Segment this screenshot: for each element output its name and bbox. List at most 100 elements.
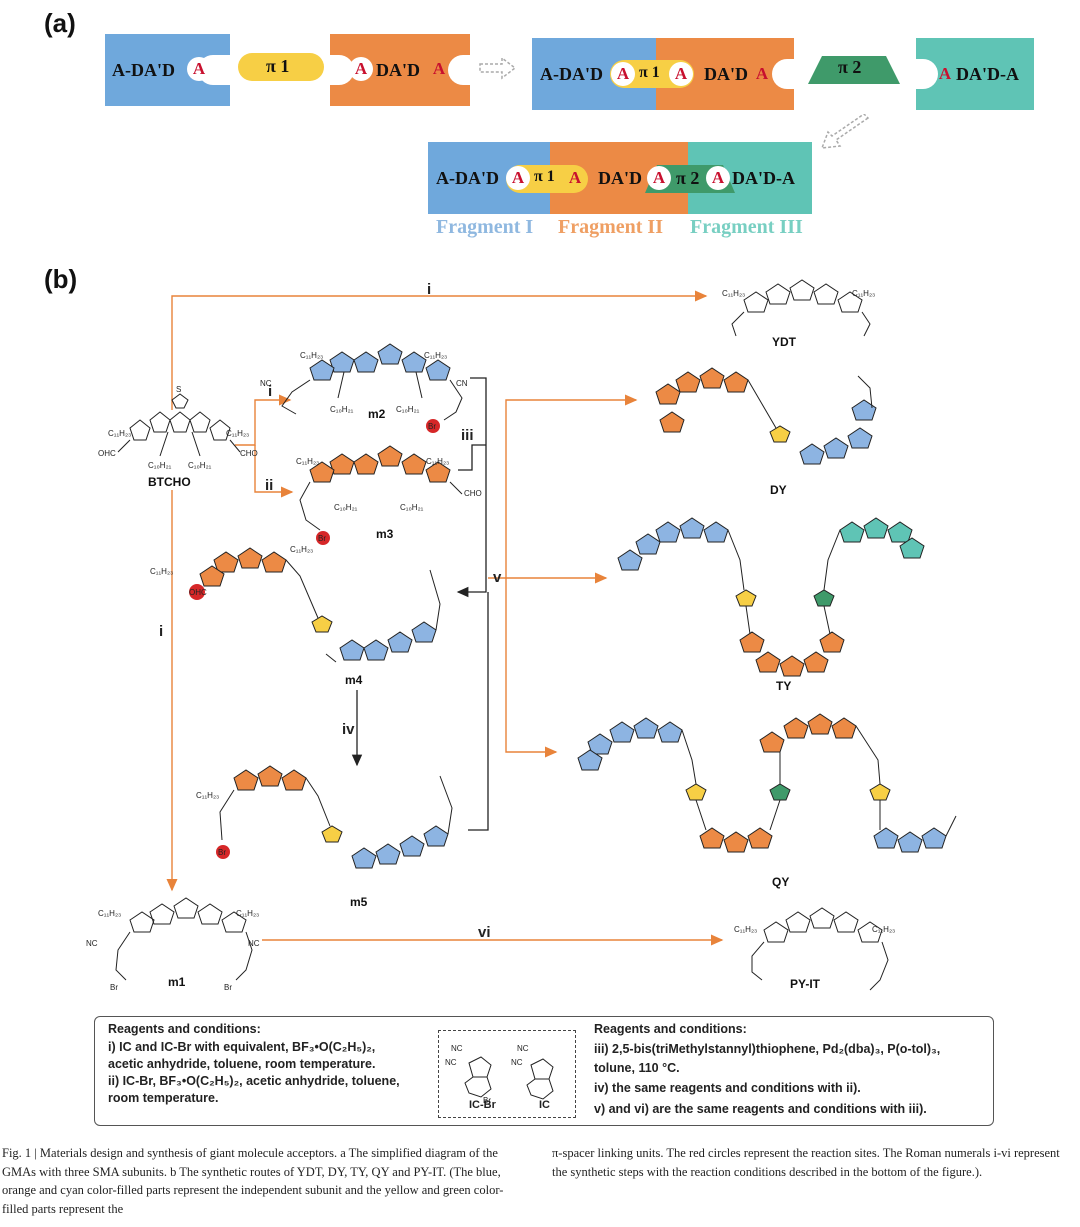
svg-text:C₁₁H₂₃: C₁₁H₂₃ [722, 289, 745, 298]
orange-subunit-label: DA'D [376, 60, 420, 80]
notch [916, 59, 938, 89]
svg-text:C₁₁H₂₃: C₁₁H₂₃ [226, 429, 249, 438]
reaction-site-marker: A [349, 57, 373, 81]
route-i-to-ydt [171, 290, 708, 410]
route-v-to-dy [488, 394, 638, 579]
combined-pi1-label: π 1 [639, 64, 660, 81]
dashed-arrow-icon [479, 56, 517, 80]
svg-text:S: S [176, 385, 181, 394]
route-v-to-qy [505, 578, 558, 758]
figure-caption-right: π-spacer linking units. The red circles … [552, 1146, 1060, 1179]
fragment-iii-label: Fragment III [690, 216, 803, 238]
blue-subunit-label: A-DA'D [112, 60, 175, 80]
m4-structure: OHC C₁₁H₂₃ C₁₁H₂₃ m4 [150, 545, 441, 687]
svg-text:Br: Br [110, 983, 118, 992]
svg-text:C₁₀H₂₁: C₁₀H₂₁ [400, 503, 424, 512]
svg-text:NC: NC [451, 1044, 463, 1053]
svg-text:Br: Br [318, 534, 326, 543]
reaction-site-marker: A [568, 168, 582, 187]
svg-text:C₁₁H₂₃: C₁₁H₂₃ [236, 909, 259, 918]
svg-text:OHC: OHC [189, 588, 207, 597]
svg-text:NC: NC [517, 1044, 529, 1053]
pyit-structure [751, 907, 889, 991]
reagent-line: room temperature. [108, 1091, 219, 1105]
svg-text:Br: Br [428, 422, 436, 431]
dy-label: DY [770, 483, 787, 497]
svg-text:NC: NC [260, 379, 272, 388]
reagent-line: ii) IC-Br, BF₃•O(C₂H₅)₂, acetic anhydrid… [108, 1074, 400, 1088]
reagents-left-title: Reagents and conditions: [108, 1022, 261, 1036]
dy-structure: DY [655, 367, 877, 497]
svg-text:C₁₀H₂₁: C₁₀H₂₁ [330, 405, 354, 414]
row2-mid-label: DA'D [598, 168, 642, 188]
reagent-line: tolune, 110 °C. [594, 1061, 680, 1075]
ydt-structure [731, 279, 871, 337]
route-ii-to-m3 [254, 445, 294, 498]
svg-text:C₁₁H₂₃: C₁₁H₂₃ [426, 457, 449, 466]
step-label: i [427, 281, 431, 298]
combined-right-label: DA'D [704, 64, 748, 84]
qy-structure: QY [577, 713, 957, 889]
step-label: iii [461, 427, 474, 444]
m5-structure: Br C₁₁H₂₃ m5 [196, 765, 453, 909]
svg-text:C₁₁H₂₃: C₁₁H₂₃ [196, 791, 219, 800]
svg-text:C₁₁H₂₃: C₁₁H₂₃ [872, 925, 895, 934]
svg-text:Br: Br [218, 848, 226, 857]
svg-text:C₁₀H₂₁: C₁₀H₂₁ [148, 461, 172, 470]
btcho-label: BTCHO [148, 475, 191, 489]
dashed-arrow-icon [820, 114, 870, 149]
m3-structure: Br C₁₁H₂₃ C₁₁H₂₃ CHO C₁₀H₂₁ C₁₀H₂₁ m3 [296, 445, 482, 545]
m2-structure: Br C₁₁H₂₃ C₁₁H₂₃ NC CN C₁₀H₂₁ C₁₀H₂₁ m2 [260, 343, 468, 433]
pi2-label: π 2 [838, 57, 862, 77]
svg-text:NC: NC [511, 1058, 523, 1067]
bracket-iii-top [470, 377, 487, 445]
reagent-line: v) and vi) are the same reagents and con… [594, 1102, 927, 1116]
svg-text:Br: Br [224, 983, 232, 992]
pi1-label: π 1 [266, 56, 290, 76]
reagent-line: i) IC and IC-Br with equivalent, BF₃•O(C… [108, 1040, 376, 1054]
svg-text:CHO: CHO [240, 449, 258, 458]
panel-b-label: (b) [44, 264, 78, 294]
reagents-right-title: Reagents and conditions: [594, 1022, 747, 1036]
svg-text:CN: CN [456, 379, 468, 388]
route-i-to-m2 [235, 394, 292, 446]
reagent-line: acetic anhydride, toluene, room temperat… [108, 1057, 376, 1071]
reagent-line: iv) the same reagents and conditions wit… [594, 1081, 861, 1095]
svg-text:C₁₁H₂₃: C₁₁H₂₃ [734, 925, 757, 934]
row2-pi1-label: π 1 [534, 168, 555, 185]
step-label: iv [342, 721, 355, 738]
step-label: v [493, 569, 502, 586]
row2-pi2-label: π 2 [676, 168, 700, 188]
step-label: ii [265, 477, 273, 494]
svg-text:C₁₁H₂₃: C₁₁H₂₃ [852, 289, 875, 298]
svg-text:C₁₁H₂₃: C₁₁H₂₃ [290, 545, 313, 554]
m5-label: m5 [350, 895, 368, 909]
step-label: vi [478, 924, 491, 941]
bracket-iii-mid [458, 444, 486, 471]
m1-label: m1 [168, 975, 186, 989]
svg-text:C₁₀H₂₁: C₁₀H₂₁ [396, 405, 420, 414]
svg-text:CHO: CHO [464, 489, 482, 498]
reagents-box [94, 1016, 994, 1126]
m1-structure: C₁₁H₂₃ C₁₁H₂₃ NC NC Br Br m1 [86, 897, 260, 992]
cyan-subunit-label: DA'D-A [956, 64, 1019, 84]
m2-label: m2 [368, 407, 386, 421]
reaction-site-marker: A [506, 166, 530, 190]
figure-caption-left: Fig. 1 | Materials design and synthesis … [2, 1146, 504, 1216]
ty-label: TY [776, 679, 791, 693]
svg-text:C₁₁H₂₃: C₁₁H₂₃ [300, 351, 323, 360]
row2-right-label: DA'D-A [732, 168, 795, 188]
panel-a-label: (a) [44, 8, 76, 38]
row2-left-label: A-DA'D [436, 168, 499, 188]
reaction-site-marker: A [432, 59, 446, 78]
svg-text:C₁₀H₂₁: C₁₀H₂₁ [188, 461, 212, 470]
ic-br-label: IC-Br [469, 1099, 496, 1111]
notch [448, 55, 470, 85]
bracket-v [468, 592, 489, 831]
reaction-site-marker: A [647, 166, 671, 190]
reaction-site-marker: A [669, 62, 693, 86]
svg-text:C₁₀H₂₁: C₁₀H₂₁ [334, 503, 358, 512]
